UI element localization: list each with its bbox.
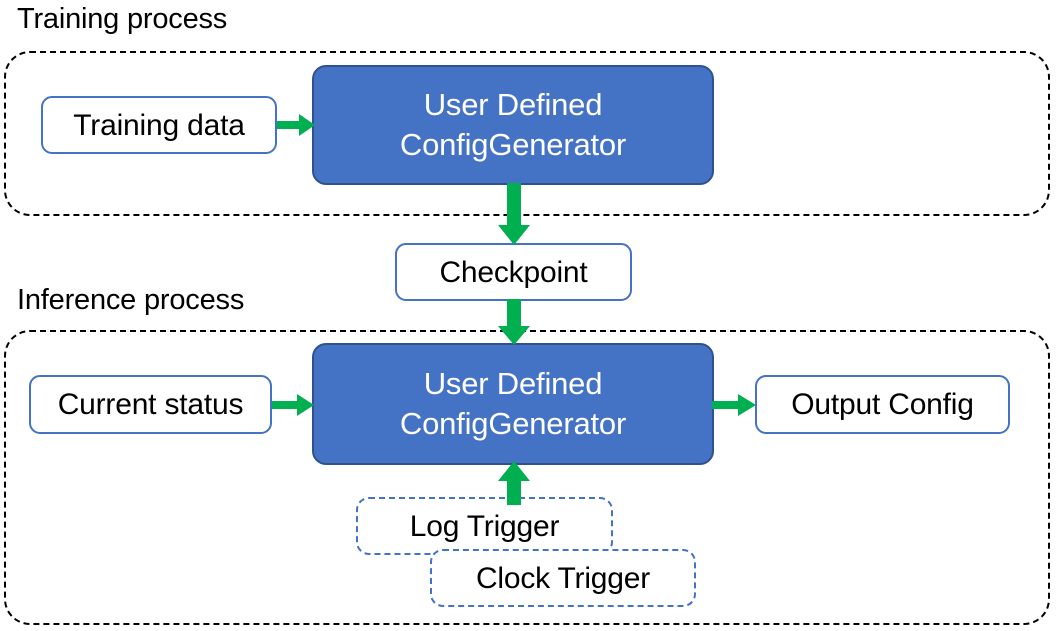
- process-title-line-2: ConfigGenerator: [399, 406, 627, 441]
- training-data-node[interactable]: Training data: [41, 96, 277, 154]
- inference-user-defined-configgenerator-node[interactable]: User Defined ConfigGenerator: [312, 343, 714, 465]
- arrow-training-data-to-process: [277, 110, 317, 140]
- arrow-triggers-to-process: [495, 461, 533, 505]
- clock-trigger-node[interactable]: Clock Trigger: [430, 549, 696, 607]
- inference-process-label: Inference process: [17, 284, 245, 316]
- output-config-node[interactable]: Output Config: [755, 375, 1010, 434]
- log-trigger-node[interactable]: Log Trigger: [356, 497, 613, 555]
- arrow-checkpoint-to-process: [495, 299, 533, 347]
- checkpoint-node[interactable]: Checkpoint: [395, 243, 632, 301]
- training-process-label: Training process: [17, 3, 228, 35]
- process-title-line-2: ConfigGenerator: [399, 127, 627, 162]
- process-title-line-1: User Defined: [423, 87, 603, 123]
- inference-process-container: [4, 330, 1050, 625]
- arrow-process-to-output-config: [712, 390, 758, 420]
- arrow-current-status-to-process: [272, 390, 316, 420]
- training-user-defined-configgenerator-node[interactable]: User Defined ConfigGenerator: [312, 65, 714, 185]
- arrow-process-to-checkpoint: [495, 183, 533, 247]
- process-title-line-1: User Defined: [423, 366, 603, 402]
- current-status-node[interactable]: Current status: [29, 375, 272, 434]
- training-process-container: [4, 51, 1050, 216]
